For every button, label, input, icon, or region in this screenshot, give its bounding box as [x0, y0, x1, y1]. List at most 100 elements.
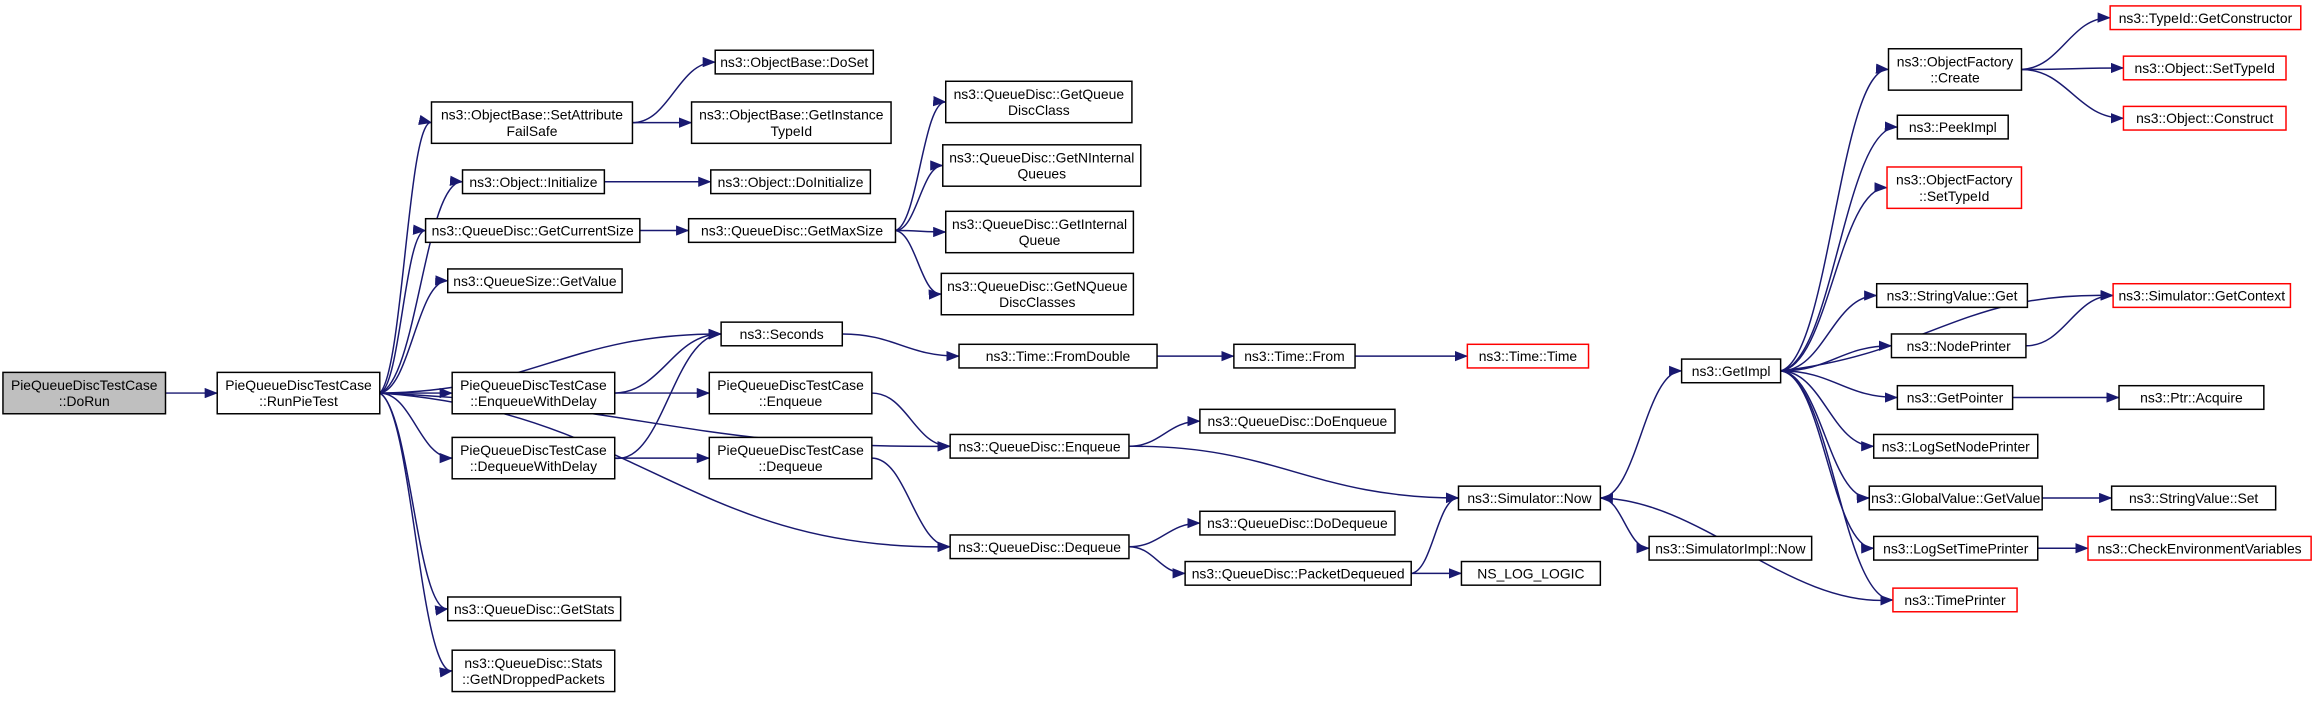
node-peekimpl[interactable]: ns3::PeekImpl: [1896, 114, 2009, 140]
node-box: [1184, 560, 1412, 586]
node-time[interactable]: ns3::Time::Time: [1466, 343, 1590, 369]
node-getstats[interactable]: ns3::QueueDisc::GetStats: [447, 596, 622, 622]
node-label-line: ns3::Object::Initialize: [469, 174, 597, 190]
node-label-line: ns3::GetPointer: [1907, 390, 2004, 406]
node-box: [1892, 587, 2018, 613]
node-label-line: ::GetNDroppedPackets: [462, 671, 605, 687]
node-dodeq[interactable]: ns3::QueueDisc::DoDequeue: [1199, 510, 1396, 536]
edge-ofcreate-to-settypeid: [2021, 62, 2125, 74]
node-nslog[interactable]: NS_LOG_LOGIC: [1460, 560, 1602, 586]
node-runpie[interactable]: PieQueueDiscTestCase::RunPieTest: [216, 371, 381, 415]
node-label-line: ns3::QueueDisc::DoDequeue: [1207, 515, 1388, 531]
node-logsettp[interactable]: ns3::LogSetTimePrinter: [1872, 535, 2039, 561]
edge-pktdeq-to-now: [1410, 492, 1460, 575]
edge-maxSize-to-getnint: [895, 160, 944, 232]
edge-now-to-implnow: [1600, 497, 1650, 554]
node-box: [1680, 358, 1782, 384]
node-doset[interactable]: ns3::ObjectBase::DoSet: [714, 49, 875, 75]
node-ofcreate[interactable]: ns3::ObjectFactory::Create: [1887, 48, 2023, 91]
node-label-line: DiscClasses: [999, 294, 1075, 310]
node-label-line: TypeId: [770, 123, 812, 139]
node-box: [1896, 114, 2009, 140]
node-gvget[interactable]: ns3::GlobalValue::GetValue: [1868, 485, 2043, 511]
node-label-line: ns3::Object::SetTypeId: [2135, 60, 2275, 76]
edge-getimpl-to-timeprn: [1780, 370, 1894, 606]
edge-qddeq-to-pktdeq: [1128, 546, 1186, 579]
node-implnow[interactable]: ns3::SimulatorImpl::Now: [1648, 535, 1813, 561]
node-box: [447, 596, 622, 622]
node-enqdelay[interactable]: PieQueueDiscTestCase::EnqueueWithDelay: [451, 371, 616, 415]
node-construct[interactable]: ns3::Object::Construct: [2122, 105, 2287, 131]
node-maxSize[interactable]: ns3::QueueDisc::GetMaxSize: [687, 217, 897, 244]
node-deqdelay[interactable]: PieQueueDiscTestCase::DequeueWithDelay: [451, 436, 616, 480]
node-box: [2110, 485, 2277, 511]
node-logsetnp[interactable]: ns3::LogSetNodePrinter: [1872, 433, 2039, 459]
node-label-line: ns3::QueueDisc::Stats: [464, 655, 602, 671]
edge-ofcreate-to-construct: [2021, 68, 2125, 124]
node-box: [2112, 282, 2292, 309]
node-getimpl[interactable]: ns3::GetImpl: [1680, 358, 1782, 384]
node-box: [1875, 282, 2029, 309]
node-label-line: NS_LOG_LOGIC: [1477, 565, 1584, 581]
node-qdenq[interactable]: ns3::QueueDisc::Enqueue: [949, 433, 1130, 459]
node-getptr[interactable]: ns3::GetPointer: [1896, 384, 2014, 411]
node-init[interactable]: ns3::Object::Initialize: [461, 169, 606, 195]
node-doinit[interactable]: ns3::Object::DoInitialize: [710, 169, 872, 195]
node-label-line: ns3::Time::From: [1244, 348, 1344, 364]
node-qsval[interactable]: ns3::QueueSize::GetValue: [447, 268, 623, 294]
node-from[interactable]: ns3::Time::From: [1233, 343, 1356, 369]
node-settypeid[interactable]: ns3::Object::SetTypeId: [2122, 55, 2287, 81]
node-checkenv[interactable]: ns3::CheckEnvironmentVariables: [2087, 535, 2312, 561]
node-now[interactable]: ns3::Simulator::Now: [1457, 485, 1602, 511]
node-pktdeq[interactable]: ns3::QueueDisc::PacketDequeued: [1184, 560, 1412, 586]
node-box: [2109, 5, 2302, 31]
edge-runpie-to-curSize: [379, 224, 427, 394]
node-label-line: ::SetTypeId: [1919, 188, 1989, 204]
edge-deqdelay-to-seconds: [614, 329, 722, 459]
node-fromdbl[interactable]: ns3::Time::FromDouble: [958, 343, 1158, 369]
node-label-line: ns3::SimulatorImpl::Now: [1655, 540, 1806, 556]
edge-qdenq-to-now: [1128, 445, 1460, 504]
node-getctx[interactable]: ns3::Simulator::GetContext: [2112, 282, 2292, 309]
node-nodeprn[interactable]: ns3::NodePrinter: [1890, 333, 2027, 359]
node-strget[interactable]: ns3::StringValue::Get: [1875, 282, 2029, 309]
node-label-line: ns3::CheckEnvironmentVariables: [2097, 540, 2301, 556]
node-box: [1887, 48, 2023, 91]
edge-maxSize-to-getqdc: [895, 96, 947, 232]
node-label-line: ns3::StringValue::Set: [2129, 490, 2258, 506]
node-box: [1233, 343, 1356, 369]
node-getctor[interactable]: ns3::TypeId::GetConstructor: [2109, 5, 2302, 31]
node-label-line: PieQueueDiscTestCase: [11, 377, 158, 393]
node-box: [1868, 485, 2043, 511]
node-label-line: ns3::Simulator::Now: [1467, 490, 1592, 506]
node-acquire[interactable]: ns3::Ptr::Acquire: [2118, 384, 2265, 411]
node-label-line: ns3::ObjectFactory: [1896, 172, 2013, 188]
node-doenq[interactable]: ns3::QueueDisc::DoEnqueue: [1199, 408, 1396, 434]
node-box: [949, 433, 1130, 459]
node-label-line: ns3::LogSetTimePrinter: [1883, 540, 2029, 556]
node-timeprn[interactable]: ns3::TimePrinter: [1892, 587, 2018, 613]
node-seconds[interactable]: ns3::Seconds: [720, 321, 844, 347]
node-curSize[interactable]: ns3::QueueDisc::GetCurrentSize: [424, 217, 641, 244]
edge-runpie-to-seconds: [379, 328, 722, 394]
node-label-line: Queue: [1019, 232, 1061, 248]
node-tcenq[interactable]: PieQueueDiscTestCase::Enqueue: [708, 371, 873, 415]
node-qddeq[interactable]: ns3::QueueDisc::Dequeue: [949, 534, 1130, 560]
node-getndrop[interactable]: ns3::QueueDisc::Stats::GetNDroppedPacket…: [451, 649, 616, 693]
edge-runpie-to-qsval: [379, 275, 449, 394]
node-root[interactable]: PieQueueDiscTestCase::DoRun: [2, 371, 167, 415]
node-label-line: ns3::QueueSize::GetValue: [453, 273, 617, 289]
node-box: [424, 217, 641, 244]
node-strset[interactable]: ns3::StringValue::Set: [2110, 485, 2277, 511]
node-ofset[interactable]: ns3::ObjectFactory::SetTypeId: [1886, 166, 2023, 210]
node-tcdeq[interactable]: PieQueueDiscTestCase::Dequeue: [708, 436, 873, 480]
node-label-line: ns3::Time::Time: [1479, 348, 1578, 364]
edge-getimpl-to-gvget: [1780, 370, 1871, 504]
